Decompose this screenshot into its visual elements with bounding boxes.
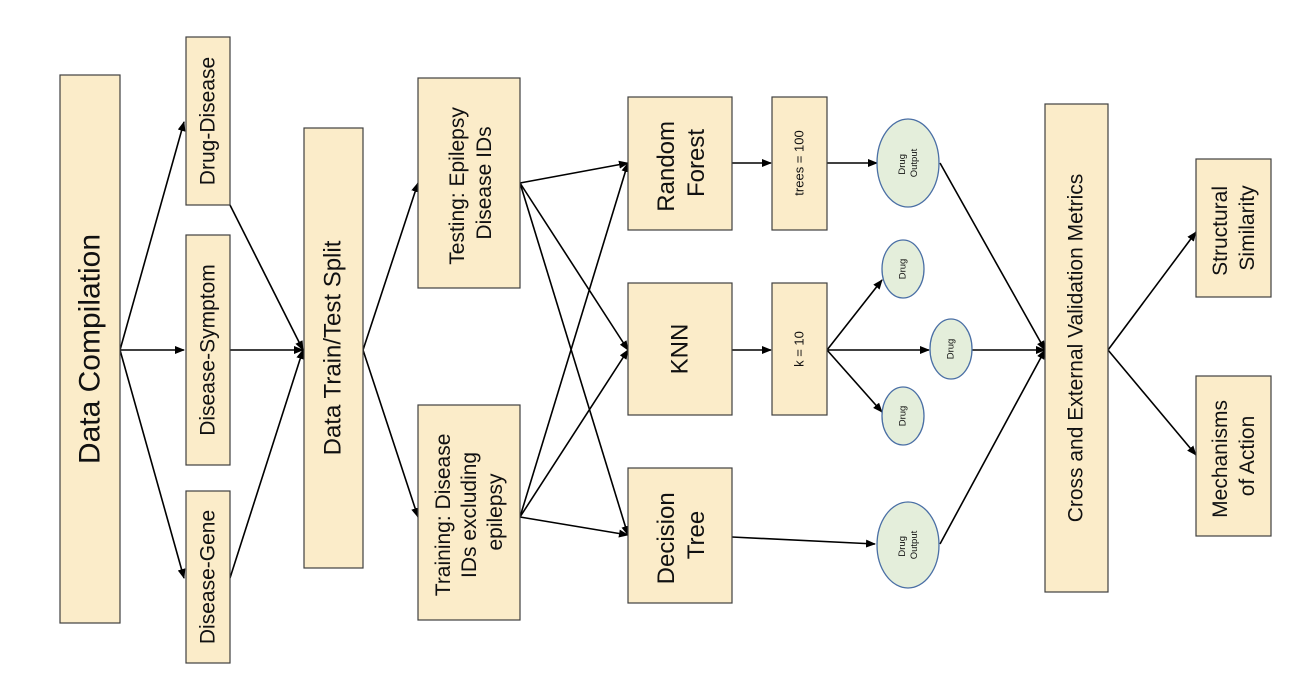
arrow-rf-output-to-validation [939,162,1046,351]
arrow-validation-to-structural [1107,231,1197,351]
data-compilation-box: Data Compilation [59,74,121,624]
arrow-drug-disease-to-split [229,204,304,351]
arrow-testing-to-decision-tree [519,182,630,536]
dt-drug-output-line-1: Drug [897,536,908,557]
training-label-line-1: Training: Disease [432,434,455,597]
training-label-line-3: epilepsy [484,473,507,551]
data-compilation-label: Data Compilation [74,234,107,464]
structural-similarity-line-1: Structural [1209,186,1232,276]
arrow-compilation-to-drug-disease [119,121,186,351]
arrow-dt-output-to-validation [939,349,1046,545]
rf-drug-output-line-2: Output [909,148,920,177]
dt-drug-output-oval: Drug Output [876,501,940,589]
structural-similarity-box: Structural Similarity [1195,158,1272,298]
arrow-disease-gene-to-split [229,349,305,579]
validation-box: Cross and External Validation Metrics [1044,103,1109,593]
dt-drug-output-label: Drug Output [897,530,920,559]
decision-tree-box: Decision Tree [627,467,733,604]
connectors [119,121,1197,579]
trees-param-label: trees = 100 [792,130,807,195]
arrow-split-to-testing [362,182,419,351]
knn-drug-label-2: Drug [946,339,957,360]
arrow-compilation-to-disease-gene [119,349,186,579]
drug-disease-label: Drug-Disease [197,57,220,185]
mechanisms-of-action-box: Mechanisms of Action [1195,375,1272,537]
arrow-k-to-drug-top [826,279,883,351]
arrow-validation-to-mechanisms [1107,349,1197,456]
knn-label: KNN [667,324,694,375]
testing-label-line-1: Testing: Epilepsy [446,107,469,265]
arrow-training-to-decision-tree [519,516,629,538]
mechanisms-of-action-line-1: Mechanisms [1209,400,1232,518]
decision-tree-label-line-1: Decision [653,492,680,584]
dt-drug-output-line-2: Output [909,530,920,559]
knn-drug-label-1: Drug [898,259,909,280]
training-box: Training: Disease IDs excluding epilepsy [417,404,521,621]
random-forest-label-line-2: Forest [683,129,710,197]
arrow-testing-to-random-forest [519,160,629,184]
testing-label: Testing: Epilepsy Disease IDs [446,101,496,264]
arrow-split-to-training [362,349,419,518]
arrow-testing-to-knn [519,182,629,351]
decision-tree-label: Decision Tree [653,486,710,585]
arrow-training-to-random-forest [519,162,630,518]
training-label-line-2: IDs excluding [458,452,481,578]
train-test-split-label: Data Train/Test Split [320,240,347,455]
trees-param-box: trees = 100 [771,96,828,231]
disease-symptom-box: Disease-Symptom [185,234,231,466]
train-test-split-box: Data Train/Test Split [303,127,364,569]
knn-drug-oval-2: Drug [929,318,973,380]
testing-label-line-2: Disease IDs [473,126,496,239]
knn-drug-label-3: Drug [898,406,909,427]
rf-drug-output-label: Drug Output [897,148,920,177]
testing-box: Testing: Epilepsy Disease IDs [417,77,521,289]
arrow-k-to-drug-bottom [826,349,883,413]
knn-box: KNN [627,282,733,416]
knn-drug-oval-1: Drug [881,239,925,299]
disease-gene-box: Disease-Gene [185,490,231,664]
disease-symptom-label: Disease-Symptom [197,264,220,436]
rf-drug-output-line-1: Drug [897,154,908,175]
knn-drug-oval-3: Drug [881,386,925,446]
random-forest-box: Random Forest [627,96,733,231]
mechanisms-of-action-line-2: of Action [1236,416,1259,497]
disease-gene-label: Disease-Gene [197,510,220,644]
k-param-label: k = 10 [792,331,807,367]
structural-similarity-line-2: Similarity [1236,185,1259,271]
mechanisms-of-action-label: Mechanisms of Action [1209,394,1259,518]
drug-disease-box: Drug-Disease [185,36,231,206]
arrow-training-to-knn [519,349,629,518]
arrow-decision-tree-to-output [731,536,876,548]
random-forest-label: Random Forest [653,114,710,211]
random-forest-label-line-1: Random [653,121,680,212]
k-param-box: k = 10 [771,282,828,416]
training-label: Training: Disease IDs excluding epilepsy [432,428,507,596]
decision-tree-label-line-2: Tree [683,511,710,559]
validation-label: Cross and External Validation Metrics [1065,174,1088,523]
rf-drug-output-oval: Drug Output [876,118,940,208]
structural-similarity-label: Structural Similarity [1209,180,1259,276]
